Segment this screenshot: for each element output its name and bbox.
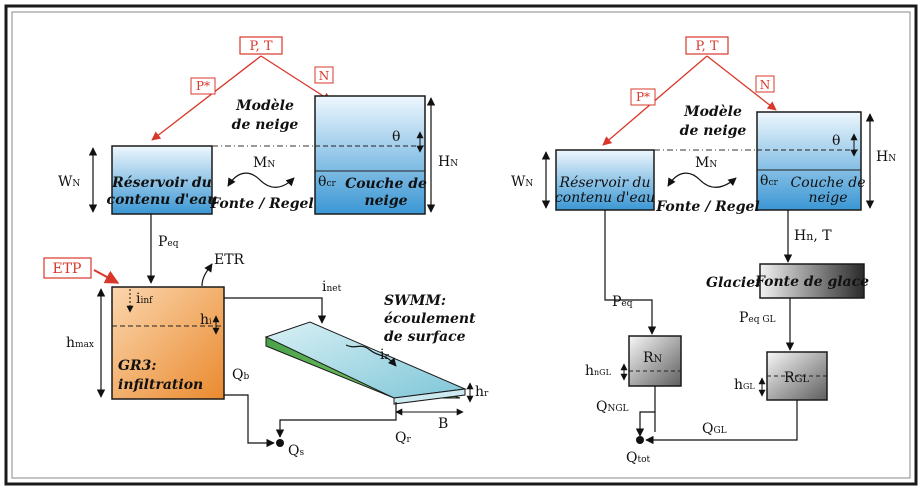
left-q-s-node — [276, 439, 284, 447]
right-snow-layer-label-2: neige — [808, 190, 847, 206]
left-pt-label: P, T — [249, 39, 272, 54]
left-i-r-label: ir — [380, 347, 389, 363]
left-q-b-path — [224, 394, 275, 448]
left-gr3-infiltration-box — [111, 286, 225, 400]
right-rgl-label: RGL — [784, 370, 810, 386]
right-water-reservoir-box — [555, 149, 655, 211]
left-pt-box — [239, 36, 283, 55]
left-b-label: B — [438, 416, 448, 432]
left-etr-arrow — [201, 263, 213, 287]
right-rn-label: RN — [643, 350, 663, 366]
right-diagram: P, T P* N Modèle de neige Réservoir du c… — [511, 36, 896, 466]
left-hmax-label: hmax — [66, 335, 94, 351]
left-etp-box — [43, 257, 92, 279]
right-rn-reservoir-box — [628, 335, 682, 387]
right-reservoir-label-1: Réservoir du — [559, 175, 651, 191]
right-qngl-arrow — [635, 411, 655, 437]
right-n-box — [755, 75, 775, 93]
right-n-label: N — [760, 78, 771, 92]
right-snow-layer-label-1: Couche de — [791, 175, 866, 191]
left-peq-label: Peq — [158, 234, 179, 250]
left-n-box — [314, 66, 334, 84]
right-hn-t-label: Hn, T — [794, 228, 832, 244]
right-glacier-label: Glacier — [706, 275, 764, 291]
left-swmm-label-1: SWMM: — [384, 293, 446, 309]
right-theta-label: θ — [832, 133, 840, 149]
left-gr3-label-1: GR3: — [118, 358, 157, 374]
inner-frame — [11, 11, 911, 479]
left-theta-cr-label: θcr — [318, 174, 336, 190]
right-p-star-label: P* — [636, 90, 650, 104]
right-theta-cr-label: θcr — [760, 173, 778, 189]
left-mn-exchange-arrow — [227, 172, 295, 188]
left-q-b-label: Qb — [232, 367, 249, 383]
left-water-reservoir-box — [111, 145, 213, 215]
right-ice-melt-label: Fonte de glace — [754, 274, 869, 290]
right-peq-path — [604, 210, 657, 335]
right-ice-melt-box — [759, 263, 865, 299]
right-hngl-label: hnGL — [585, 363, 612, 379]
left-fonte-label: Fonte / Regel — [209, 196, 313, 212]
right-qtot-label: Qtot — [626, 450, 651, 466]
left-p-star-box — [190, 77, 216, 95]
right-qngl-label: QNGL — [596, 399, 629, 415]
right-snow-model-title-2: de neige — [680, 123, 747, 139]
left-i-net-arrow — [224, 297, 327, 324]
right-mn-exchange-arrow — [667, 172, 737, 188]
left-etp-arrow — [93, 269, 120, 284]
left-gr3-label-2: infiltration — [118, 377, 203, 393]
right-pt-box — [685, 36, 729, 55]
outer-frame — [4, 4, 918, 486]
left-snow-layer-label-2: neige — [364, 193, 407, 209]
left-n-label: N — [319, 69, 330, 83]
left-swmm-label-2: écoulement — [384, 311, 476, 327]
right-hgl-label: hGL — [734, 377, 755, 393]
right-qtot-node — [636, 436, 644, 444]
left-p-star-label: P* — [196, 79, 210, 93]
right-p-star-box — [630, 88, 656, 106]
left-snow-model-title-2: de neige — [232, 117, 299, 133]
left-reservoir-label-2: contenu d'eau — [107, 192, 218, 208]
left-q-s-label: Qs — [288, 443, 304, 459]
right-reservoir-label-2: contenu d'eau — [555, 190, 655, 206]
right-qgl-label: QGL — [702, 421, 727, 437]
left-h-r-label: hr — [475, 384, 489, 400]
left-i-net-label: inet — [322, 279, 342, 295]
left-i-inf-label: iinf — [136, 291, 153, 307]
right-fonte-label: Fonte / Regel — [655, 199, 759, 215]
left-snow-layer-label-1: Couche de — [345, 176, 427, 192]
left-wn-label: WN — [58, 174, 80, 190]
left-hn-label: HN — [438, 154, 458, 170]
left-n-arrow — [260, 55, 332, 102]
right-snow-model-title-1: Modèle — [683, 104, 742, 120]
left-diagram: P, T P* N Modèle de neige Réservoir du c… — [43, 36, 489, 459]
left-i-r-arrow — [345, 344, 397, 367]
right-mn-label: MN — [695, 155, 717, 171]
left-snow-model-title-1: Modèle — [235, 98, 294, 114]
right-peq-gl-label: Peq GL — [739, 310, 776, 326]
left-p-star-arrow — [151, 55, 262, 141]
left-plane-edge — [393, 388, 466, 405]
right-qgl-path — [645, 400, 798, 445]
right-wn-label: WN — [511, 174, 533, 190]
left-q-r-label: Qr — [395, 430, 411, 446]
right-snow-layer-box — [756, 111, 862, 211]
left-swmm-label-3: de surface — [384, 329, 466, 345]
left-mn-label: MN — [253, 155, 275, 171]
right-hn-label: HN — [876, 149, 896, 165]
left-etr-label: ETR — [214, 252, 245, 268]
right-n-arrow — [706, 55, 777, 111]
right-peq-label: Peq — [612, 294, 633, 310]
right-pt-label: P, T — [695, 39, 718, 54]
left-theta-label: θ — [392, 129, 400, 145]
left-q-r-path — [275, 402, 397, 438]
left-h-label: hi — [200, 312, 212, 328]
left-snow-layer-box — [314, 95, 426, 215]
left-reservoir-label-1: Réservoir du — [111, 175, 212, 191]
left-etp-label: ETP — [53, 261, 82, 277]
